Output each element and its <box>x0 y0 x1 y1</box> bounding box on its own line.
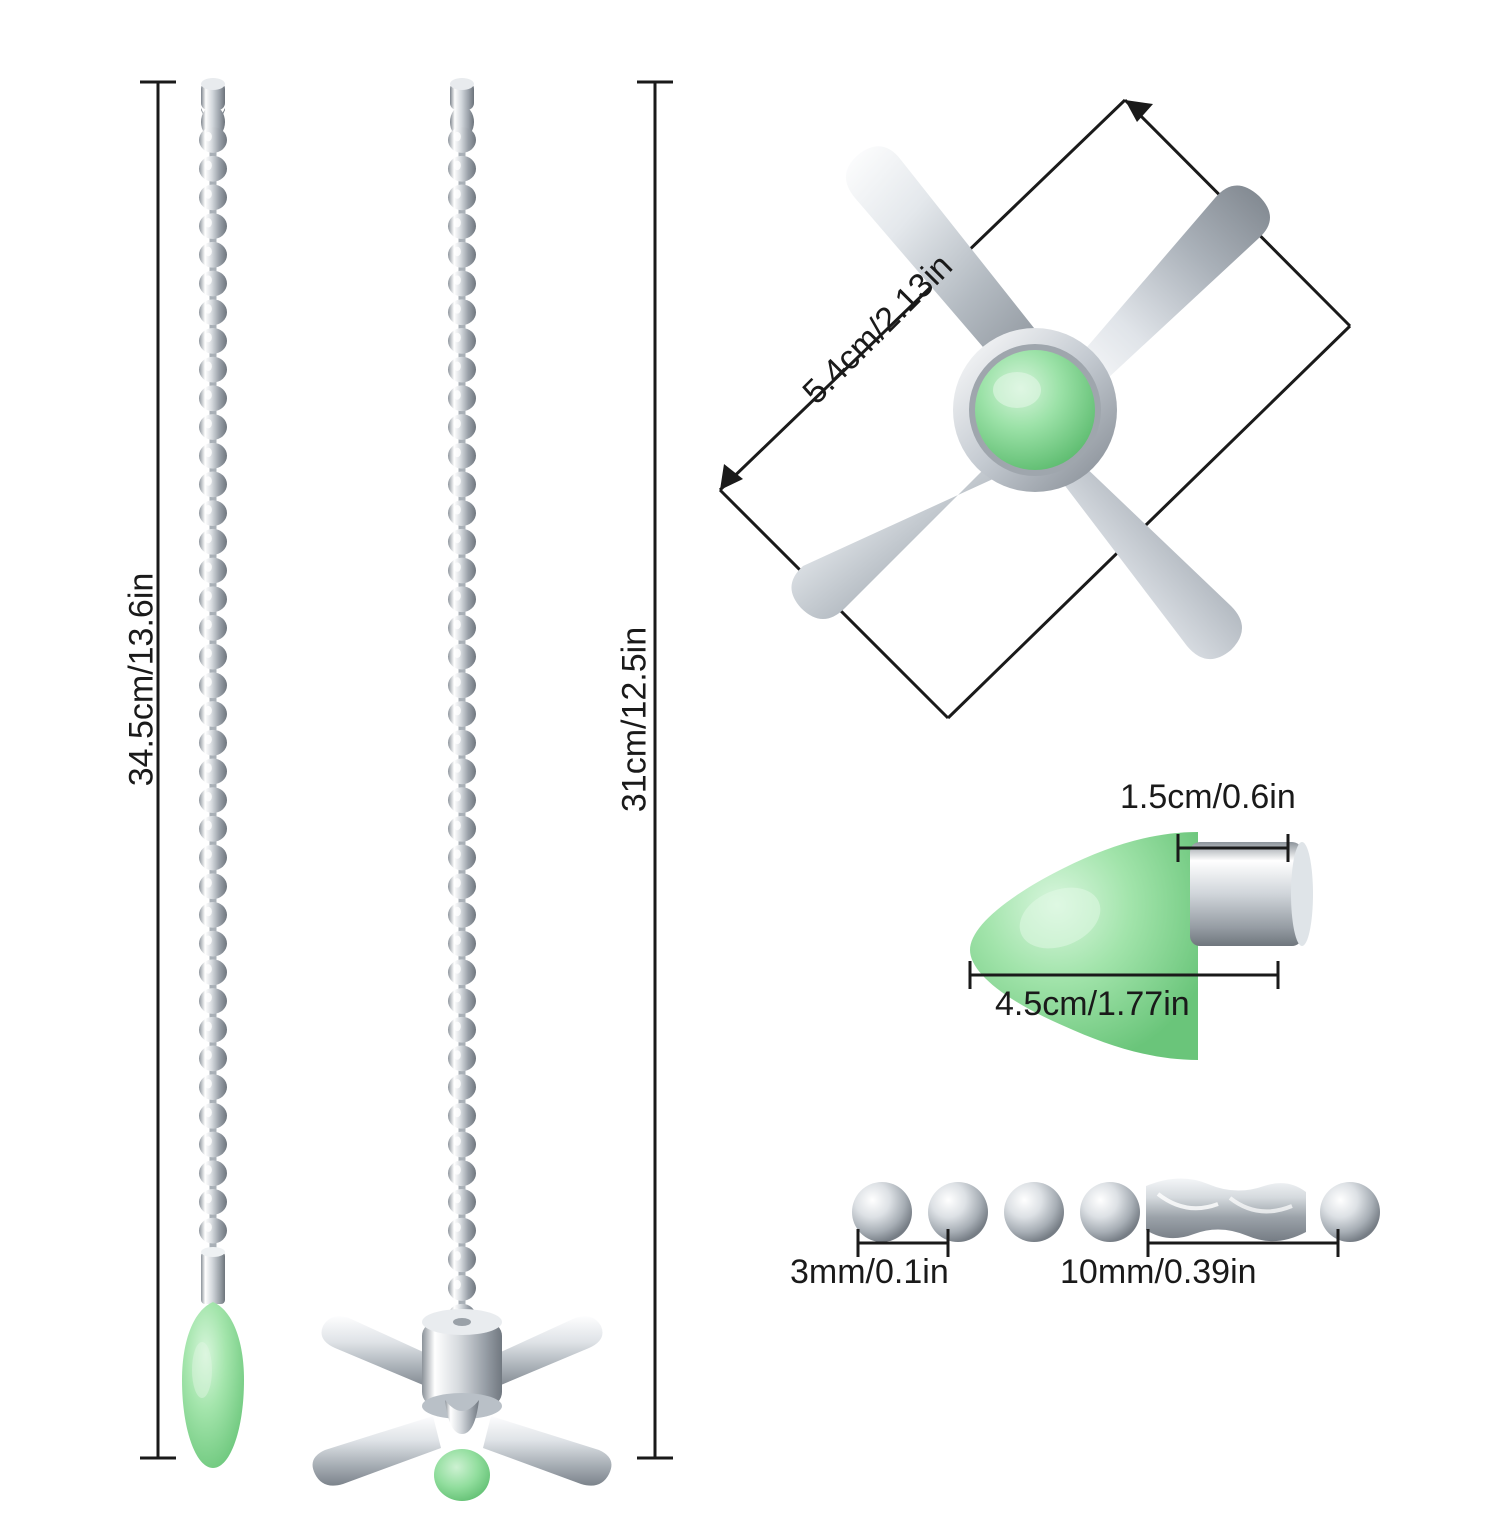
left-chain-length-label: 34.5cm/13.6in <box>122 572 161 787</box>
bead-diameter-label: 3mm/0.1in <box>790 1253 949 1291</box>
bulb-total-length-label: 4.5cm/1.77in <box>995 985 1190 1023</box>
right-chain-length-label: 31cm/12.5in <box>615 626 654 813</box>
bulb-closeup-illustration <box>970 832 1313 1060</box>
bulb-ferrule-length-label: 1.5cm/0.6in <box>1120 778 1296 816</box>
fan-blades <box>791 146 1270 660</box>
left-bulb-pendant <box>182 1247 244 1468</box>
fan-dimension-arrows <box>720 100 1153 490</box>
bulb-total-dimension-line <box>968 961 1280 989</box>
right-dimension-line <box>637 80 673 1460</box>
connector-length-label: 10mm/0.39in <box>1060 1253 1257 1291</box>
left-dimension-line <box>140 80 176 1460</box>
chain-closeup-illustration <box>852 1178 1385 1242</box>
right-fan-pendant <box>312 1309 612 1501</box>
right-pendant-assembly <box>312 78 612 1501</box>
left-pendant-assembly <box>182 78 244 1468</box>
bulb-ferrule-dimension-line <box>1176 834 1290 862</box>
connector-length-dimension-line <box>1146 1229 1340 1257</box>
bead-diameter-dimension-line <box>856 1229 950 1257</box>
fan-closeup-illustration <box>718 98 1352 720</box>
